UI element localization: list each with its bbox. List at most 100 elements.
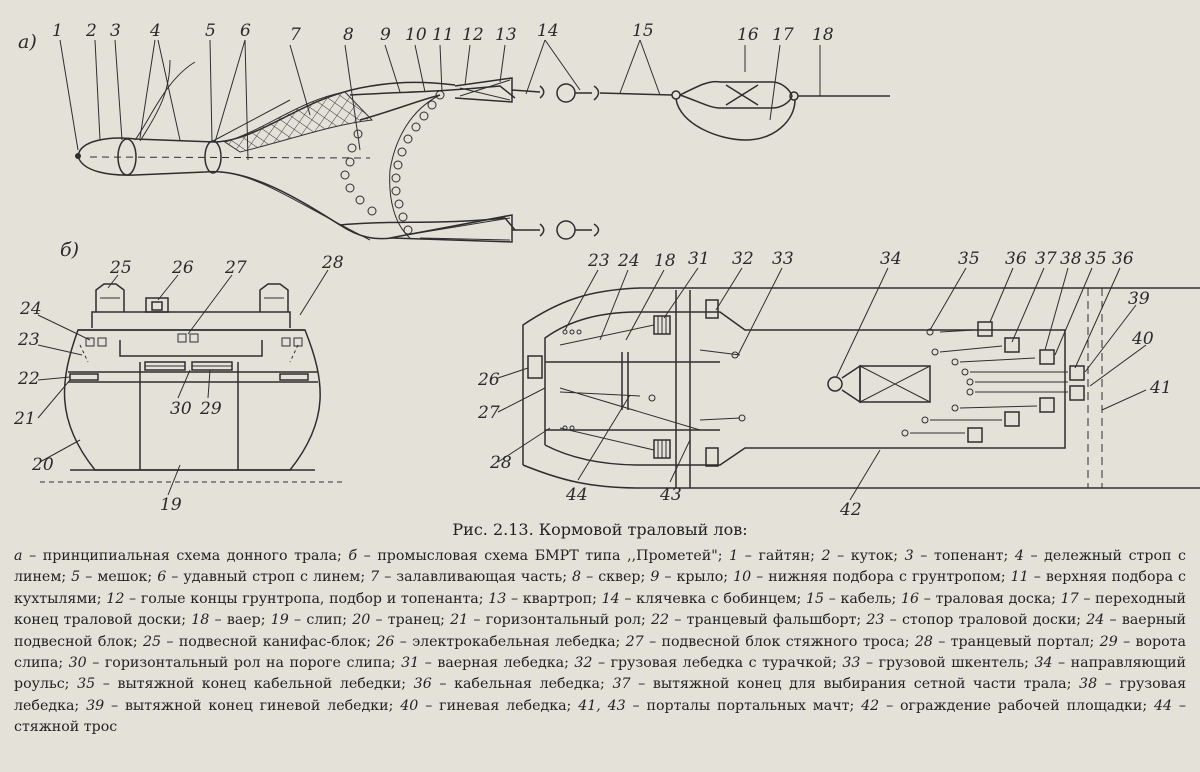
callout-b: 26 xyxy=(477,370,500,390)
legend-entry: 6 – удавный строп с линем; xyxy=(157,569,370,585)
legend-number: 35 xyxy=(77,676,96,693)
legend-entry: 3 – топенант; xyxy=(905,548,1015,564)
legend-text: – топенант; xyxy=(913,548,1015,564)
legend-text: – траловая доска; xyxy=(919,590,1061,607)
legend-text: – голые концы грунтропа, подбор и топена… xyxy=(124,590,489,607)
legend-text: – электрокабельная лебедка; xyxy=(394,633,626,650)
legend-number: 20 xyxy=(352,612,371,629)
legend-entry: б – промысловая схема БМРТ типа ,,Промет… xyxy=(348,548,729,564)
legend-number: 31 xyxy=(401,655,420,672)
deck-plan: 23 24 18 31 32 33 34 35 36 37 38 35 36 3… xyxy=(477,249,1200,515)
callout-a: 15 xyxy=(632,21,654,41)
legend-number: 29 xyxy=(1099,633,1118,650)
panel-b-label: б) xyxy=(60,239,79,261)
legend-text: – сквер; xyxy=(581,569,651,586)
legend-number: 4 xyxy=(1014,548,1024,564)
legend-number: 36 xyxy=(413,676,432,693)
legend-number: 11 xyxy=(1010,569,1029,586)
legend-entry: 38 – грузовая лебедка; xyxy=(14,676,1186,713)
legend-number: 2 xyxy=(821,548,831,564)
callout-a: 17 xyxy=(772,25,794,45)
legend-number: 15 xyxy=(805,590,825,607)
legend-text: – вытяжной конец гиневой лебедки; xyxy=(104,697,401,714)
legend-number: а xyxy=(14,548,23,564)
callout-a: 3 xyxy=(110,21,121,41)
legend-number: 32 xyxy=(574,655,593,672)
legend-text: – транцевый фальшборт; xyxy=(669,612,867,629)
callout-b: 39 xyxy=(1128,289,1150,309)
legend-number: 22 xyxy=(651,612,670,629)
legend-number: 8 xyxy=(572,569,582,586)
legend-text: – стопор траловой доски; xyxy=(884,612,1087,629)
callout-b: 36 xyxy=(1112,249,1134,269)
callout-b: 18 xyxy=(654,251,676,271)
legend-text: – верхняя подбора с кухтылями; xyxy=(14,569,1187,607)
callout-a: 12 xyxy=(462,25,484,45)
callout-a: 11 xyxy=(432,25,454,45)
legend-entry: 9 – крыло; xyxy=(650,569,733,585)
callout-b: 25 xyxy=(109,258,132,278)
legend-entry: 22 – транцевый фальшборт; xyxy=(651,612,866,628)
legend-number: 16 xyxy=(901,590,920,607)
legend-entry: 7 – залавливающая часть; xyxy=(370,569,572,585)
legend-text: – гиневая лебедка; xyxy=(418,697,579,714)
legend-entry: 39 – вытяжной конец гиневой лебедки; xyxy=(86,698,400,714)
legend-entry: 20 – транец; xyxy=(352,612,450,628)
legend-entry: 36 – кабельная лебедка; xyxy=(414,676,613,692)
callout-a: 10 xyxy=(405,25,427,45)
legend-entry: 30 – горизонтальный рол на пороге слипа; xyxy=(69,655,401,671)
legend-number: 33 xyxy=(842,655,861,672)
legend-text: – кабель; xyxy=(824,590,902,607)
callout-b: 23 xyxy=(587,251,610,271)
legend-number: 38 xyxy=(1079,676,1098,693)
callout-b: 24 xyxy=(19,299,42,319)
legend-entry: 41, 43 – порталы портальных мачт; xyxy=(578,698,861,714)
legend-text: – клячевка с бобинцем; xyxy=(619,590,806,607)
legend-entry: 42 – ограждение рабочей площадки; xyxy=(861,698,1154,714)
callout-b: 41 xyxy=(1149,378,1172,398)
legend-number: б xyxy=(348,548,358,564)
legend-number: 1 xyxy=(729,548,739,564)
legend-text: – транец; xyxy=(370,612,451,629)
callout-a: 6 xyxy=(240,21,251,41)
callout-b: 35 xyxy=(1085,249,1107,269)
legend-entry: 16 – траловая доска; xyxy=(901,591,1061,607)
legend-entry: 40 – гиневая лебедка; xyxy=(400,698,578,714)
callout-b: 36 xyxy=(1005,249,1027,269)
legend-number: 14 xyxy=(601,590,620,607)
callout-b: 32 xyxy=(732,249,754,269)
legend-entry: 1 – гайтян; xyxy=(729,548,821,564)
legend-entry: 10 – нижняя подбора с грунтропом; xyxy=(733,569,1011,585)
legend-number: 18 xyxy=(191,612,210,629)
figure-legend: а – принципиальная схема донного трала; … xyxy=(14,546,1186,739)
callouts-panel-b-right: 23 24 18 31 32 33 34 35 36 37 38 35 36 3… xyxy=(477,249,1172,515)
callout-a: 1 xyxy=(52,21,63,41)
callout-b: 31 xyxy=(688,249,710,269)
legend-entry: 26 – электрокабельная лебедка; xyxy=(376,634,625,650)
legend-text: – гайтян; xyxy=(738,548,822,564)
legend-text: – промысловая схема БМРТ типа ,,Прометей… xyxy=(357,548,730,564)
legend-text: – мешок; xyxy=(80,569,158,586)
panel-a-label: а) xyxy=(18,31,37,53)
legend-text: – кабельная лебедка; xyxy=(431,676,613,693)
legend-text: – горизонтальный рол; xyxy=(468,612,652,629)
callout-b: 27 xyxy=(224,258,247,278)
legend-text: – стяжной трос xyxy=(14,697,1186,736)
callout-b: 30 xyxy=(170,399,192,419)
legend-text: – вытяжной конец кабельной лебедки; xyxy=(95,676,414,693)
legend-entry: 14 – клячевка с бобинцем; xyxy=(602,591,806,607)
callout-b: 23 xyxy=(17,330,40,350)
callouts-panel-b-left: 25 26 27 28 24 23 22 21 20 19 30 29 xyxy=(13,253,344,515)
callout-a: 16 xyxy=(737,25,759,45)
figure-drawing: а) xyxy=(13,21,1200,515)
legend-number: 30 xyxy=(68,655,87,672)
legend-entry: 33 – грузовой шкентель; xyxy=(842,655,1034,671)
callout-a: 2 xyxy=(85,21,97,41)
legend-text: – ваерная лебедка; xyxy=(419,655,575,672)
callout-b: 21 xyxy=(13,409,36,429)
callout-b: 28 xyxy=(321,253,344,273)
callout-a: 9 xyxy=(380,25,391,45)
callout-a: 13 xyxy=(495,25,517,45)
legend-entry: 27 – подвесной блок стяжного троса; xyxy=(626,634,915,650)
legend-number: 41, 43 xyxy=(578,697,626,714)
